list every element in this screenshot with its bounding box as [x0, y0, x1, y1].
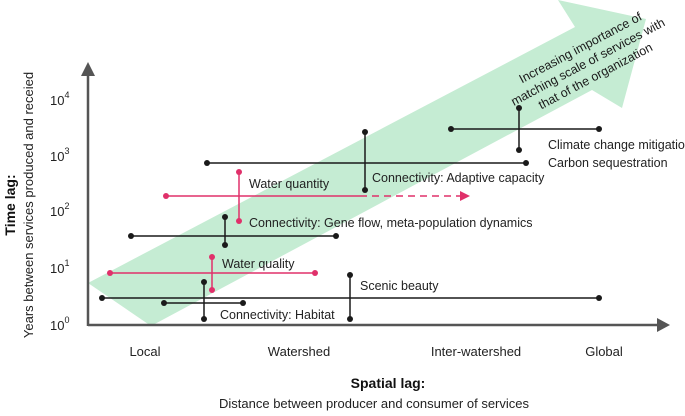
- x-tick-inter-watershed: Inter-watershed: [431, 344, 521, 359]
- y-axis-title: Time lag:: [2, 174, 18, 235]
- svg-text:104: 104: [50, 90, 69, 108]
- label-habitat: Connectivity: Habitat: [220, 308, 335, 322]
- x-axis-subtitle: Distance between producer and consumer o…: [219, 396, 529, 411]
- x-tick-watershed: Watershed: [268, 344, 330, 359]
- y-axis-arrowhead: [81, 62, 95, 76]
- label-climate-change-mitigation: Climate change mitigation: [548, 138, 685, 152]
- service-scenic-beauty: Scenic beauty: [99, 272, 602, 322]
- label-water-quality: Water quality: [222, 257, 295, 271]
- y-tick-1: 101: [50, 258, 69, 276]
- svg-text:102: 102: [50, 201, 69, 219]
- x-axis-arrowhead: [657, 318, 670, 332]
- label-scenic-beauty: Scenic beauty: [360, 279, 439, 293]
- service-water-quantity: Water quantity: [163, 169, 470, 224]
- service-habitat: Connectivity: Habitat: [161, 279, 335, 322]
- y-tick-0: 100: [50, 315, 69, 333]
- y-axis-subtitle: Years between services produced and rece…: [21, 72, 36, 338]
- label-gene-flow: Connectivity: Gene flow, meta-population…: [249, 216, 532, 230]
- y-tick-4: 104: [50, 90, 69, 108]
- service-adaptive-capacity: Connectivity: Adaptive capacity: [362, 129, 545, 193]
- svg-text:103: 103: [50, 146, 69, 164]
- service-climate-change-mitigation: Climate change mitigation: [448, 105, 685, 153]
- svg-text:101: 101: [50, 258, 69, 276]
- y-tick-3: 103: [50, 146, 69, 164]
- service-water-quality: Water quality: [107, 254, 318, 293]
- y-tick-2: 102: [50, 201, 69, 219]
- label-carbon-sequestration: Carbon sequestration: [548, 156, 668, 170]
- label-water-quantity: Water quantity: [249, 177, 330, 191]
- label-adaptive-capacity: Connectivity: Adaptive capacity: [372, 171, 545, 185]
- x-axis-title: Spatial lag:: [351, 375, 426, 391]
- svg-text:100: 100: [50, 315, 69, 333]
- service-carbon-sequestration: Carbon sequestration: [204, 156, 668, 170]
- service-gene-flow: Connectivity: Gene flow, meta-population…: [128, 214, 532, 248]
- x-tick-global: Global: [585, 344, 623, 359]
- x-tick-local: Local: [129, 344, 160, 359]
